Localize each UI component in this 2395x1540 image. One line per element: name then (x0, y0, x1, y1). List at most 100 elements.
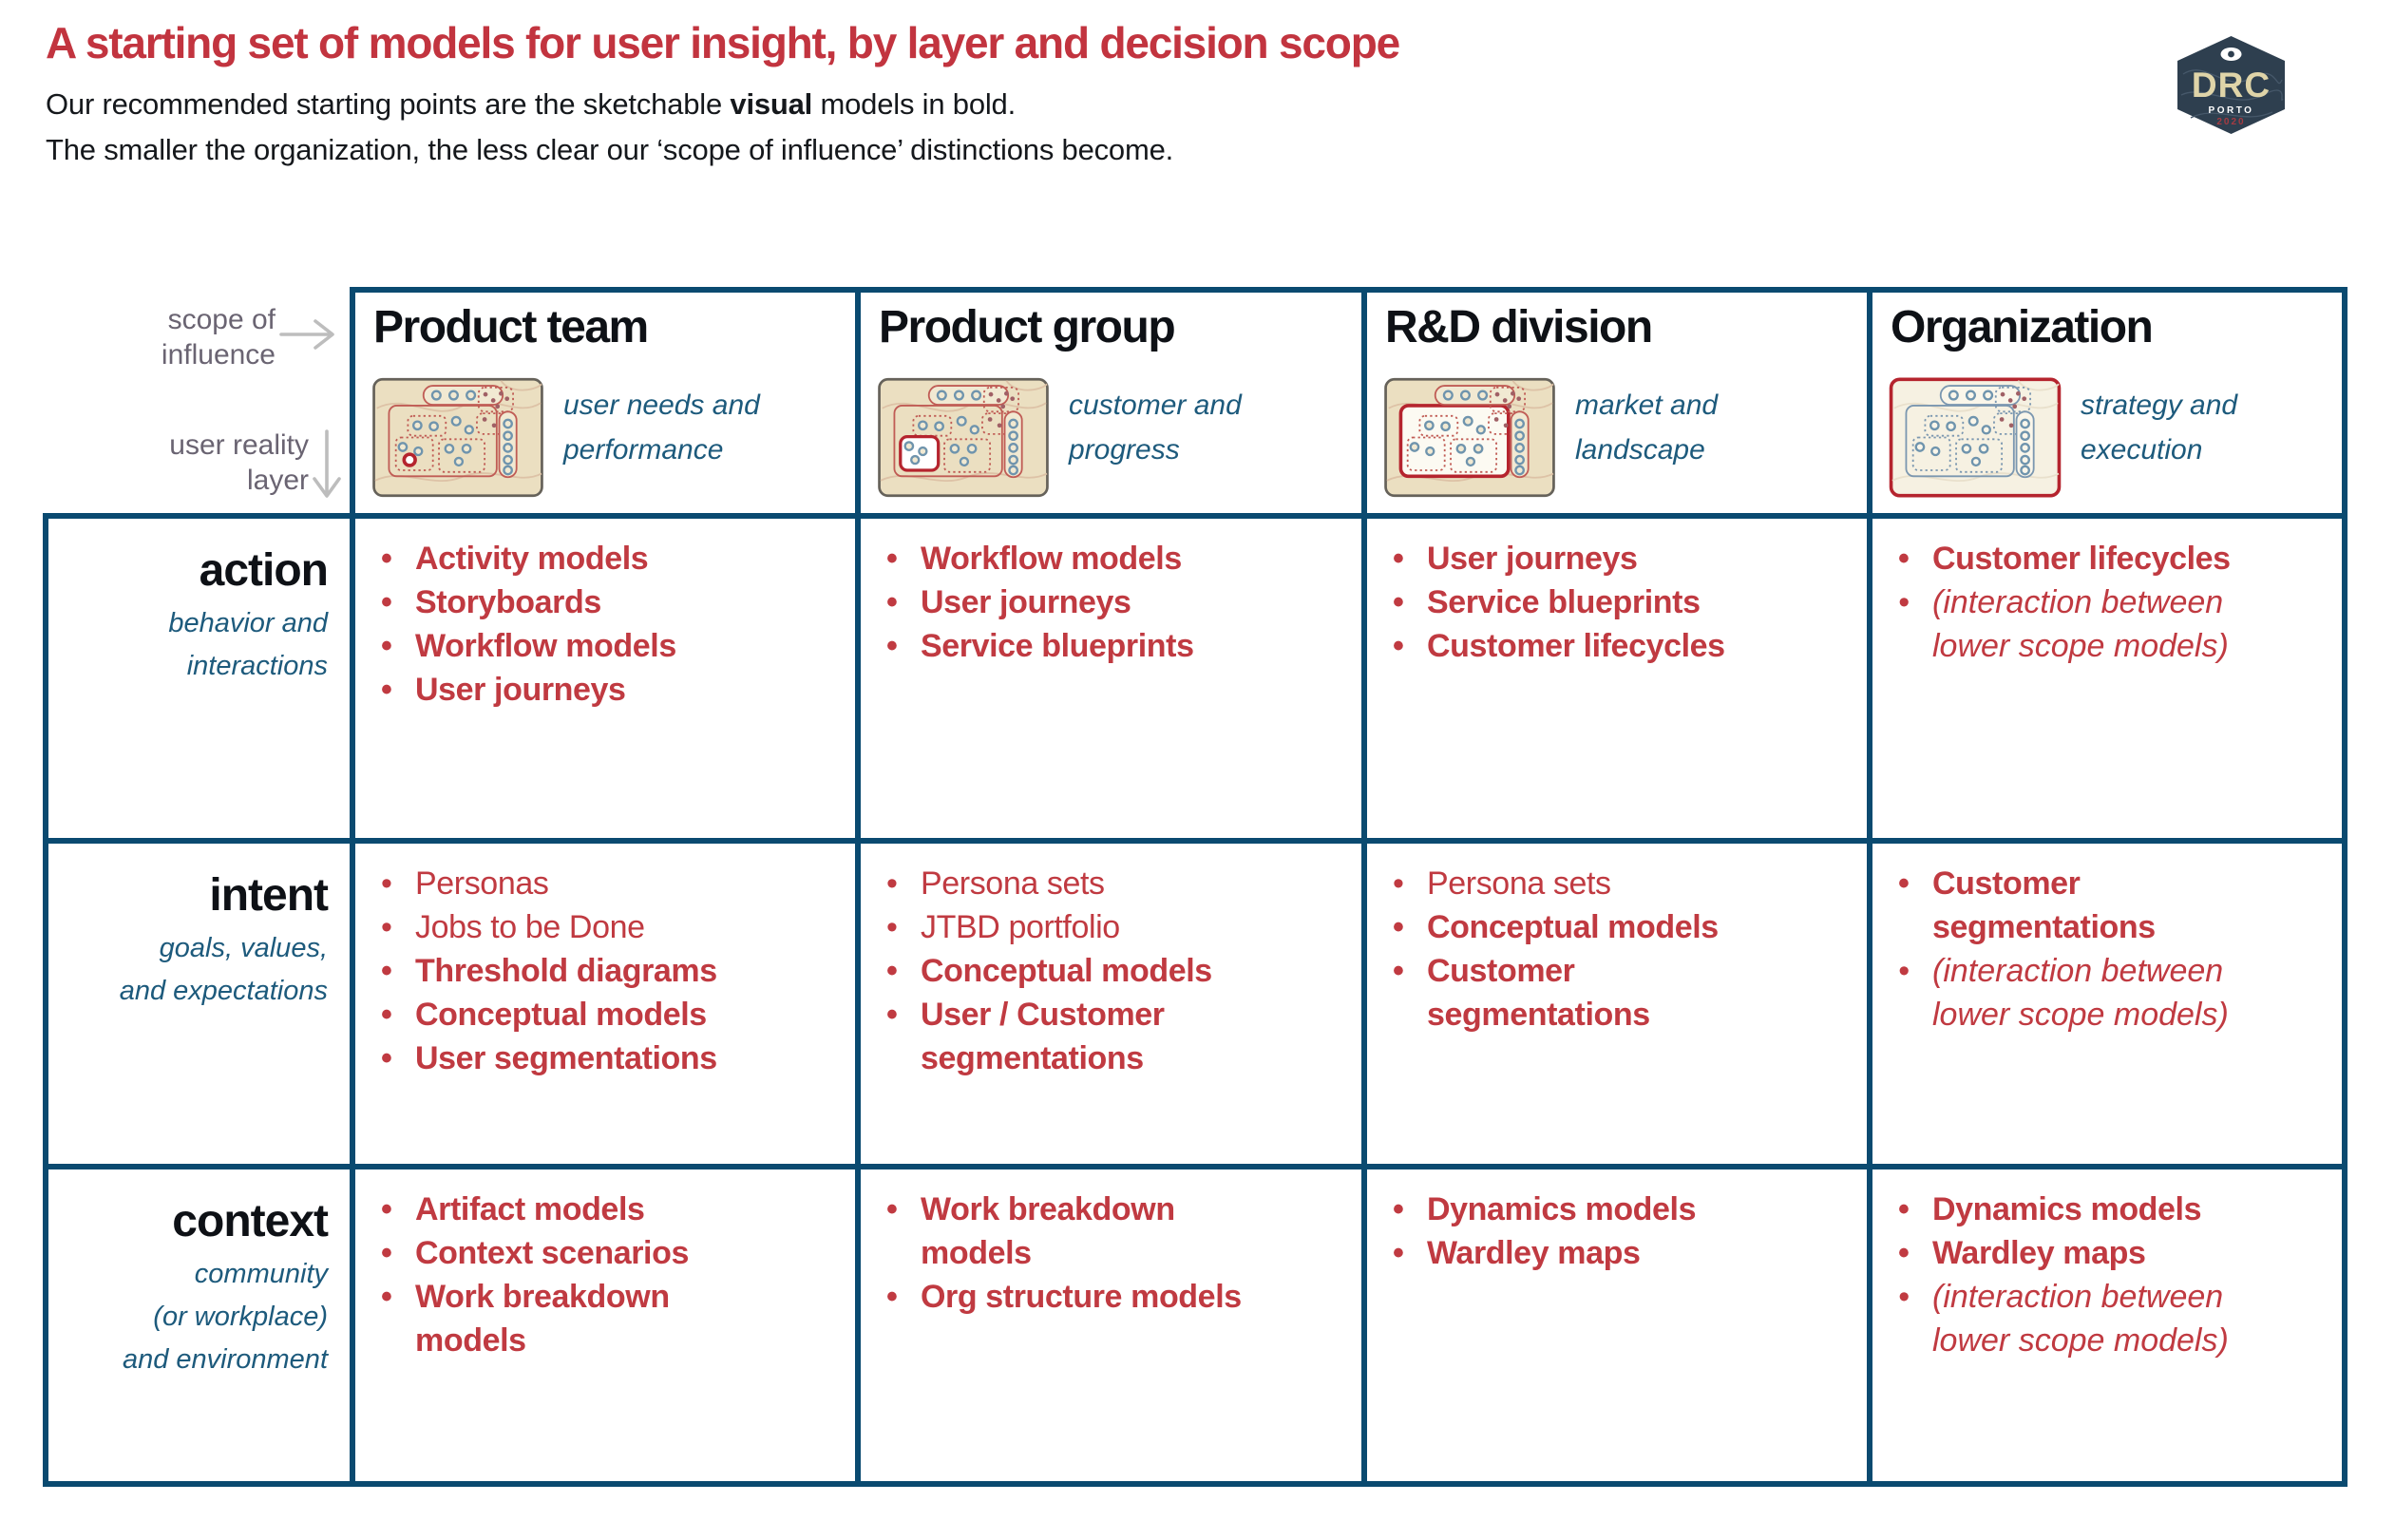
model-list: User journeysService blueprintsCustomer … (1389, 537, 1841, 668)
model-name-line: Context scenarios (415, 1235, 689, 1271)
model-name-line: User journeys (921, 584, 1131, 620)
model-name-line: segmentations (921, 1040, 1144, 1076)
grid-vline (1867, 287, 1872, 1487)
row-title: intent (209, 870, 329, 921)
model-item: Activity models (377, 537, 829, 580)
model-item: Customer segmentations (1389, 949, 1841, 1036)
model-item: Context scenarios (377, 1231, 829, 1275)
drc-logo-hexagon-icon: DRC PORTO 2020 (2177, 36, 2285, 134)
organization-map-icon (1889, 377, 2062, 503)
row-sublabel: behavior and interactions (57, 602, 328, 688)
model-item: JTBD portfolio (883, 905, 1336, 949)
model-name-line: User segmentations (415, 1040, 717, 1076)
model-name-line: segmentations (1427, 997, 1650, 1033)
cell-intent-product-group: Persona setsJTBD portfolioConceptual mod… (883, 862, 1336, 1080)
model-item: Workflow models (883, 537, 1336, 580)
axis-label-line: influence (161, 339, 276, 371)
model-item: Wardley maps (1389, 1231, 1841, 1275)
model-name-line: Threshold diagrams (415, 953, 717, 989)
page-title: A starting set of models for user insigh… (46, 18, 1400, 67)
model-item: Conceptual models (883, 949, 1336, 993)
model-name-line: Work breakdown (921, 1191, 1175, 1227)
row-sublabel-line: interactions (186, 651, 328, 681)
model-item: Org structure models (883, 1275, 1336, 1319)
product-team-map-icon (371, 377, 544, 503)
row-sublabel-line: behavior and (168, 608, 328, 638)
model-name-line: Customer (1427, 953, 1575, 989)
model-item: Personas (377, 862, 829, 905)
row-title: action (199, 545, 329, 596)
drc-logo: DRC PORTO 2020 (2177, 36, 2285, 134)
cell-context-product-group: Work breakdown modelsOrg structure models (883, 1188, 1336, 1319)
model-name-line: Customer lifecycles (1427, 628, 1725, 664)
model-item: Service blueprints (1389, 580, 1841, 624)
model-item: Workflow models (377, 624, 829, 668)
caption-line: progress (1069, 434, 1180, 466)
model-name-line: Work breakdown (415, 1279, 670, 1315)
model-item: Customer lifecycles (1894, 537, 2316, 580)
grid-vline (43, 513, 48, 1487)
model-list: Activity modelsStoryboardsWorkflow model… (377, 537, 829, 712)
model-name-line: Wardley maps (1427, 1235, 1641, 1271)
row-header-action: action behavior and interactions (57, 544, 329, 688)
model-name-line: User / Customer (921, 997, 1165, 1033)
grid-vline (350, 287, 355, 1487)
model-list: Persona setsJTBD portfolioConceptual mod… (883, 862, 1336, 1080)
model-list: Customer lifecycles(interaction betweenl… (1894, 537, 2316, 668)
cell-action-product-team: Activity modelsStoryboardsWorkflow model… (377, 537, 829, 712)
subtitle-text: Our recommended starting points are the … (46, 87, 731, 121)
cell-context-product-team: Artifact modelsContext scenariosWork bre… (377, 1188, 829, 1362)
model-list: Dynamics modelsWardley maps(interaction … (1894, 1188, 2316, 1362)
model-name-line: lower scope models) (1932, 997, 2229, 1033)
model-name-line: models (921, 1235, 1032, 1271)
cell-action-r-d-division: User journeysService blueprintsCustomer … (1389, 537, 1841, 668)
model-name-line: Workflow models (921, 541, 1182, 577)
model-list: Customer segmentations (interaction betwee… (1894, 862, 2316, 1036)
logo-year: 2020 (2216, 117, 2245, 127)
model-name-line: Persona sets (921, 865, 1105, 902)
cell-action-product-group: Workflow modelsUser journeysService blue… (883, 537, 1336, 668)
column-title: Product team (373, 302, 649, 352)
model-name-line: (interaction between (1932, 584, 2224, 620)
model-name-line: Wardley maps (1932, 1235, 2146, 1271)
model-name-line: Persona sets (1427, 865, 1611, 902)
subtitle-line-1: Our recommended starting points are the … (46, 87, 1016, 122)
grid-hline (350, 287, 2347, 293)
cell-intent-product-team: PersonasJobs to be DoneThreshold diagram… (377, 862, 829, 1080)
model-name-line: Conceptual models (1427, 909, 1719, 945)
grid-vline (1361, 287, 1367, 1487)
model-name-line: User journeys (415, 672, 626, 708)
axis-label-line: user reality (169, 429, 309, 461)
subtitle-bold-word: visual (730, 87, 813, 121)
column-title: R&D division (1385, 302, 1653, 352)
row-sublabel-line: goals, values, (159, 933, 328, 963)
row-sublabel-line: community (194, 1259, 328, 1289)
caption-line: customer and (1069, 390, 1242, 421)
grid-hline (43, 1481, 2347, 1487)
column-caption: customer and progress (1069, 383, 1242, 472)
model-list: Dynamics modelsWardley maps (1389, 1188, 1841, 1275)
model-item: Dynamics models (1389, 1188, 1841, 1231)
model-item: User journeys (377, 668, 829, 712)
model-name-line: Customer lifecycles (1932, 541, 2231, 577)
subtitle-line-2: The smaller the organization, the less c… (46, 133, 1174, 166)
model-item: Wardley maps (1894, 1231, 2316, 1275)
model-item: Conceptual models (1389, 905, 1841, 949)
model-name-line: segmentations (1932, 909, 2156, 945)
model-list: Work breakdown modelsOrg structure models (883, 1188, 1336, 1319)
model-name-line: Customer (1932, 865, 2081, 902)
model-name-line: Artifact models (415, 1191, 645, 1227)
column-title: Product group (879, 302, 1176, 352)
model-name-line: JTBD portfolio (921, 909, 1120, 945)
model-name-line: Org structure models (921, 1279, 1242, 1315)
model-item: User journeys (883, 580, 1336, 624)
